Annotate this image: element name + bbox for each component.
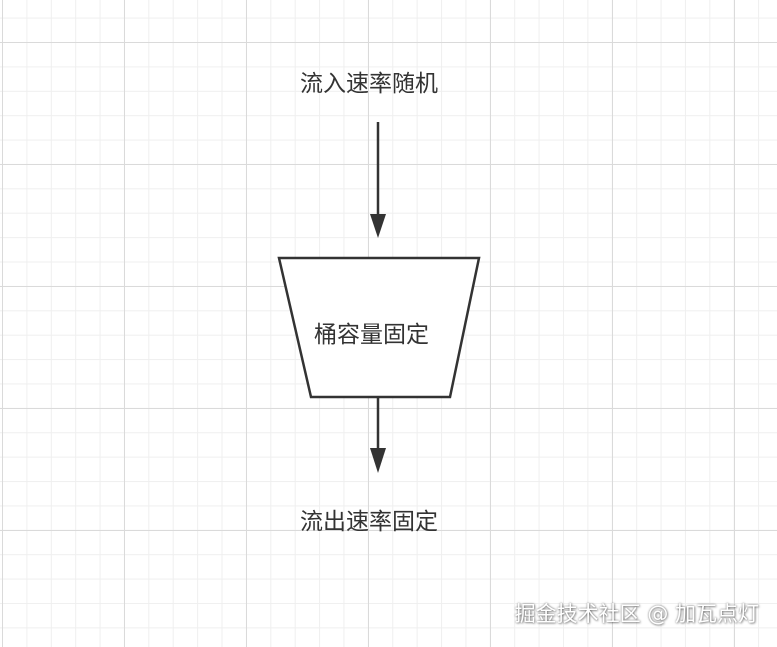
inflow-arrow — [370, 122, 386, 238]
inflow-arrowhead — [370, 214, 386, 238]
watermark: 掘金技术社区 @ 加瓦点灯 — [514, 602, 759, 626]
outflow-arrow — [370, 397, 386, 473]
bucket-capacity-label: 桶容量固定 — [314, 322, 429, 348]
outflow-rate-label: 流出速率固定 — [300, 509, 438, 535]
bucket-shape — [277, 256, 481, 399]
inflow-rate-label: 流入速率随机 — [300, 71, 438, 97]
outflow-arrowhead — [370, 448, 386, 473]
